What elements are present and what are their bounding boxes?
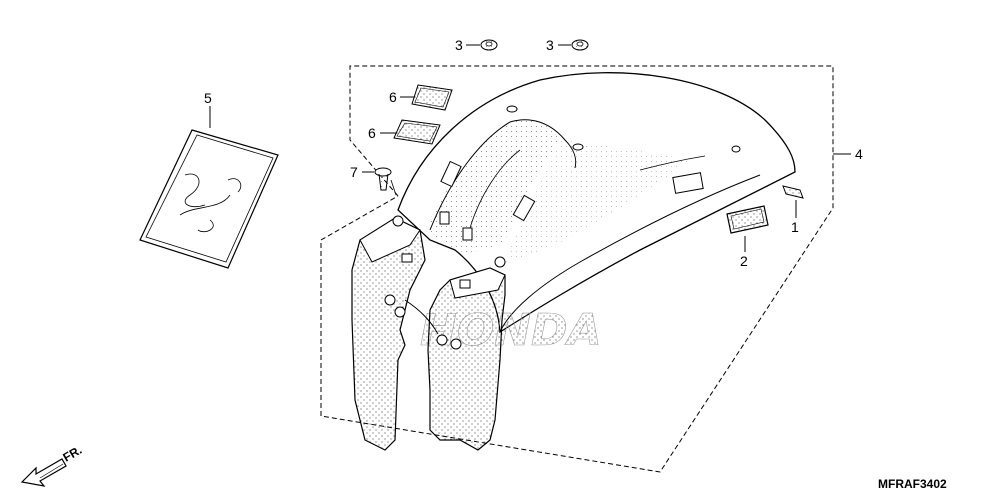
front-direction-label: FR. (61, 443, 85, 465)
part-6-pad-a (411, 84, 453, 111)
drawing-code: MFRAF3402 (878, 477, 947, 491)
callout-3a: 3 (455, 37, 463, 53)
part-3-grommet-b (571, 39, 589, 51)
assembly-boundary (320, 65, 834, 473)
callout-6b: 6 (368, 125, 376, 141)
callout-3b: 3 (546, 37, 554, 53)
part-6-pad-b (393, 119, 441, 145)
part-7-clip (374, 167, 397, 196)
part-3-grommet-a (480, 39, 498, 51)
callout-1: 1 (791, 219, 799, 235)
part-2-reflector (726, 205, 769, 234)
callout-6a: 6 (389, 89, 397, 105)
part-1-clip (782, 185, 804, 199)
callout-2: 2 (740, 253, 748, 269)
callout-4: 4 (855, 146, 863, 162)
callout-5: 5 (204, 90, 212, 106)
part-5-bag (139, 129, 279, 269)
rear-fender-inner-liner (351, 215, 506, 451)
front-direction-arrow-icon (20, 458, 67, 487)
callout-7: 7 (350, 164, 358, 180)
